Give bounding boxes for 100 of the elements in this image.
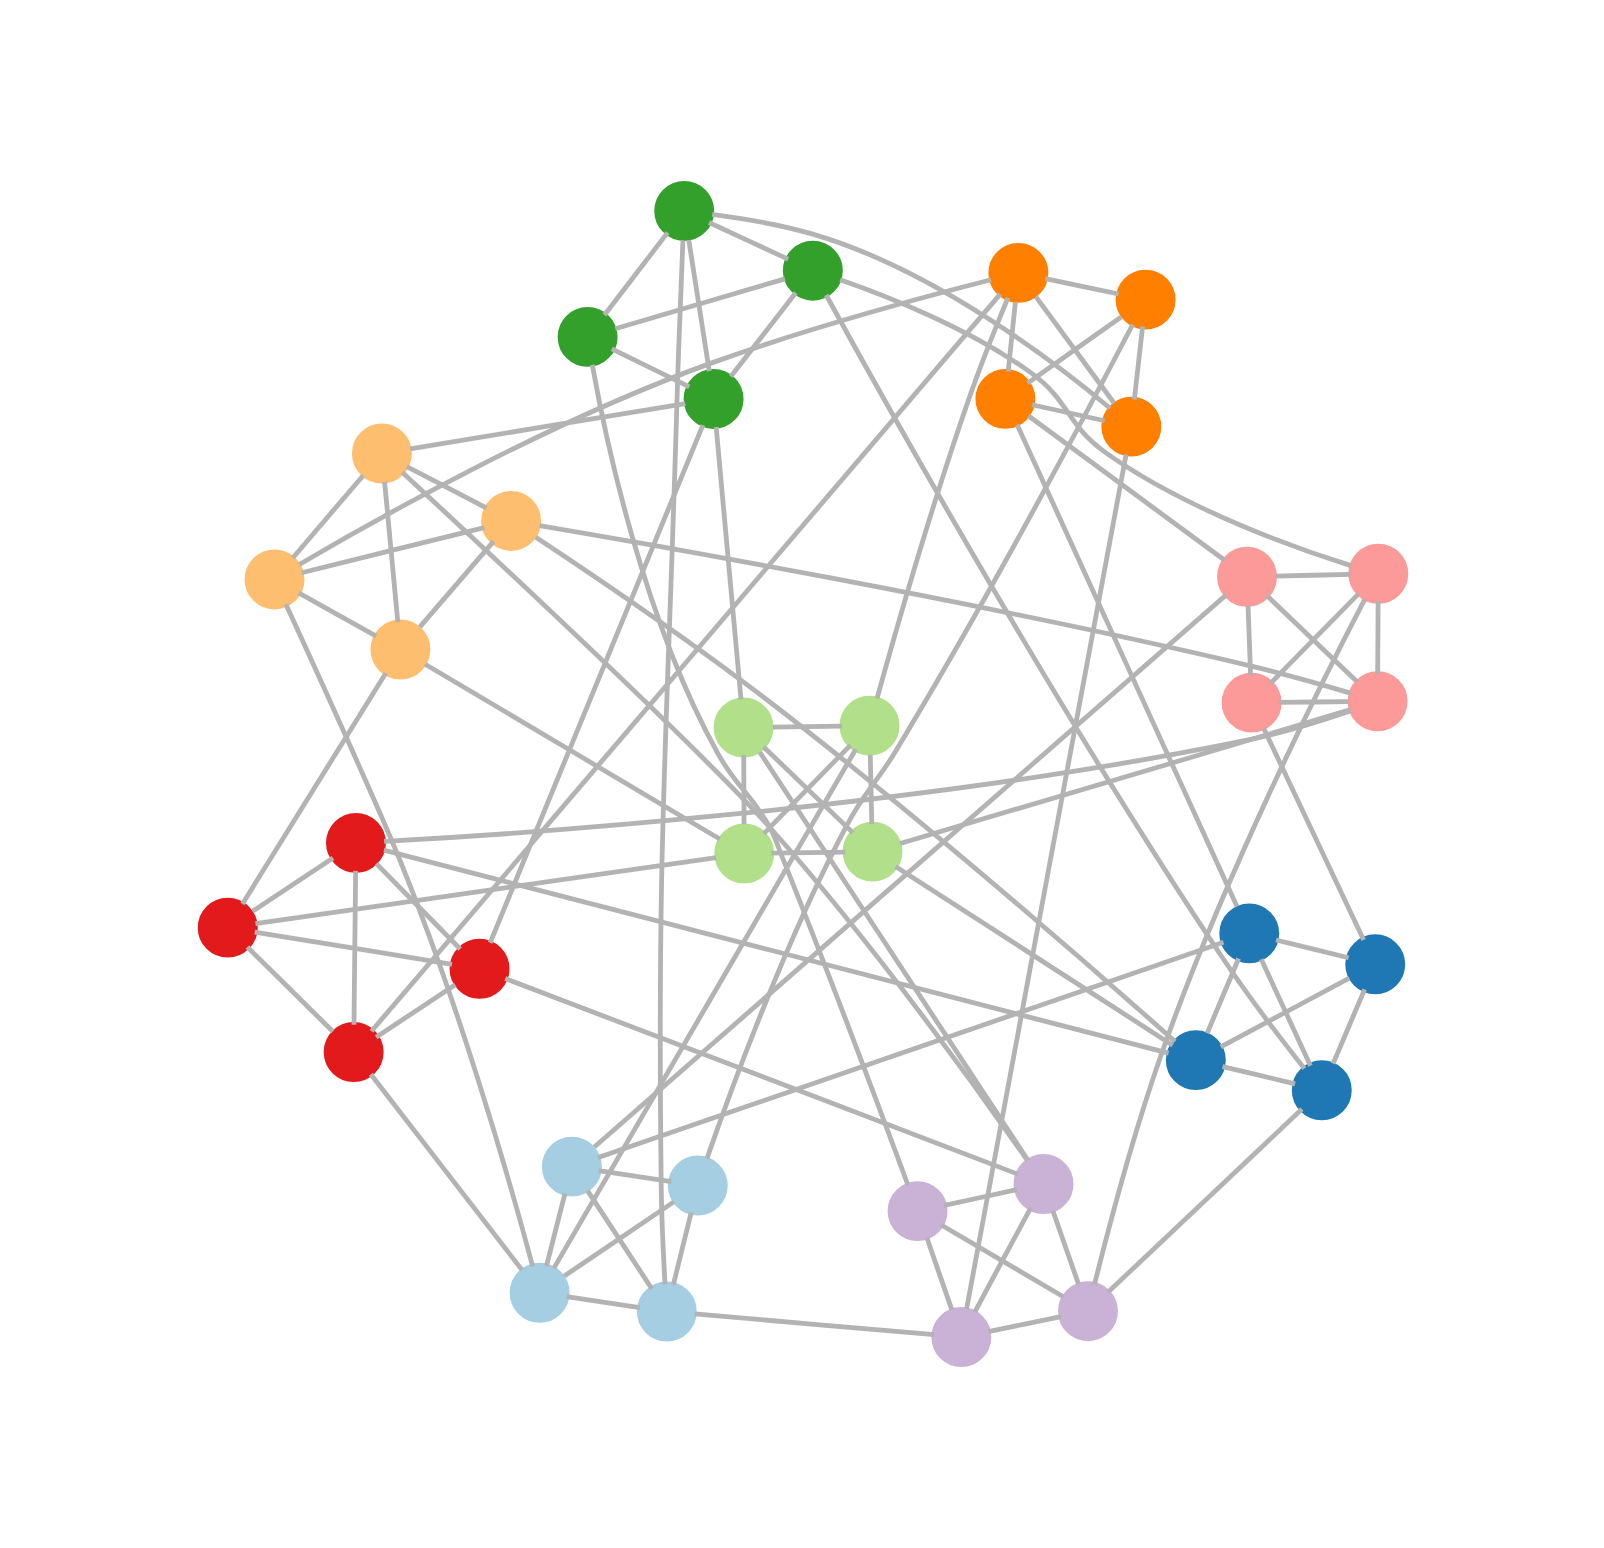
node-circle <box>1012 1154 1073 1214</box>
node-circle <box>196 897 257 958</box>
connector <box>239 671 387 906</box>
connector <box>1130 326 1144 400</box>
connector <box>584 1189 653 1291</box>
node-circle <box>325 812 385 873</box>
connector <box>367 1072 523 1272</box>
connector <box>422 662 720 842</box>
node-circle <box>886 1181 947 1242</box>
connector <box>550 748 857 1270</box>
connector <box>939 1222 1064 1299</box>
connector <box>404 464 487 511</box>
connector <box>601 231 669 317</box>
connector <box>1025 315 1122 386</box>
connector <box>609 346 690 390</box>
node-circle <box>841 821 902 882</box>
connector <box>399 470 1029 1162</box>
connector <box>685 239 711 372</box>
connector <box>703 323 1134 1160</box>
node-circle <box>682 368 743 429</box>
connector <box>1273 572 1350 579</box>
connector <box>543 1192 567 1267</box>
connector <box>300 525 484 576</box>
connector <box>942 1187 1017 1208</box>
connector <box>1221 1064 1295 1087</box>
connector <box>595 940 1224 1161</box>
connector <box>296 590 377 639</box>
connector <box>368 292 1002 1033</box>
node-circle <box>448 938 509 999</box>
connector <box>771 723 842 730</box>
connector <box>254 855 716 927</box>
connector <box>1244 605 1252 676</box>
connector <box>693 1311 934 1338</box>
connector <box>986 1314 1061 1334</box>
connector <box>893 864 1173 1048</box>
connector <box>350 870 358 1025</box>
connector <box>873 296 1010 699</box>
connector <box>1091 598 1366 1286</box>
node-circle <box>1218 903 1279 964</box>
node-circle <box>712 697 773 758</box>
connector <box>1374 600 1380 675</box>
connector <box>373 861 461 951</box>
node-circle <box>556 306 617 367</box>
connector <box>1013 423 1239 908</box>
connector <box>538 523 1351 696</box>
node-circle <box>1057 1281 1117 1342</box>
connector <box>297 277 991 567</box>
connector <box>591 592 1228 1149</box>
connector <box>1030 402 1105 424</box>
connector <box>1258 958 1312 1067</box>
node-circle <box>1220 672 1281 733</box>
node-circle <box>243 549 304 610</box>
node-circle <box>930 1307 991 1368</box>
connector <box>244 945 334 1034</box>
connector <box>373 982 456 1040</box>
connector <box>710 211 1111 411</box>
connector <box>282 603 534 1267</box>
node-circle <box>838 695 899 756</box>
connector <box>613 276 785 332</box>
node-circle <box>350 423 411 484</box>
connector <box>670 1211 693 1286</box>
connector <box>290 473 365 560</box>
node-circle <box>1164 1030 1225 1091</box>
connector <box>707 220 789 262</box>
connector <box>1329 988 1366 1065</box>
connector <box>1049 1210 1080 1285</box>
node-circle <box>1344 934 1405 995</box>
node-circle <box>1290 1060 1351 1121</box>
connector <box>838 277 1351 568</box>
connector <box>1260 727 1365 941</box>
connector <box>561 1199 675 1278</box>
connector <box>1004 301 1017 372</box>
node-circle <box>635 1281 696 1342</box>
connector <box>898 707 1351 846</box>
connector <box>486 424 705 944</box>
connector <box>408 401 685 452</box>
connector <box>253 929 452 967</box>
connector <box>565 1294 640 1310</box>
node-circle <box>974 368 1035 429</box>
connector <box>1043 276 1119 297</box>
connector <box>1277 699 1348 705</box>
connector <box>533 535 1176 1044</box>
connector <box>712 426 743 700</box>
node-circle <box>369 619 430 680</box>
node-circle <box>508 1262 569 1323</box>
connector <box>588 364 910 1186</box>
connector <box>963 454 1128 1310</box>
connector <box>1274 937 1349 961</box>
connector <box>382 847 1169 1056</box>
connector <box>1218 976 1350 1049</box>
connector <box>1203 957 1240 1035</box>
connector <box>381 481 400 623</box>
connector <box>866 754 874 825</box>
node-circle <box>987 242 1048 303</box>
connector <box>971 1206 1032 1313</box>
node-circle <box>1347 543 1408 604</box>
connector <box>250 856 334 914</box>
node-circle <box>653 180 714 241</box>
connector <box>656 240 685 1285</box>
connector <box>727 291 797 379</box>
